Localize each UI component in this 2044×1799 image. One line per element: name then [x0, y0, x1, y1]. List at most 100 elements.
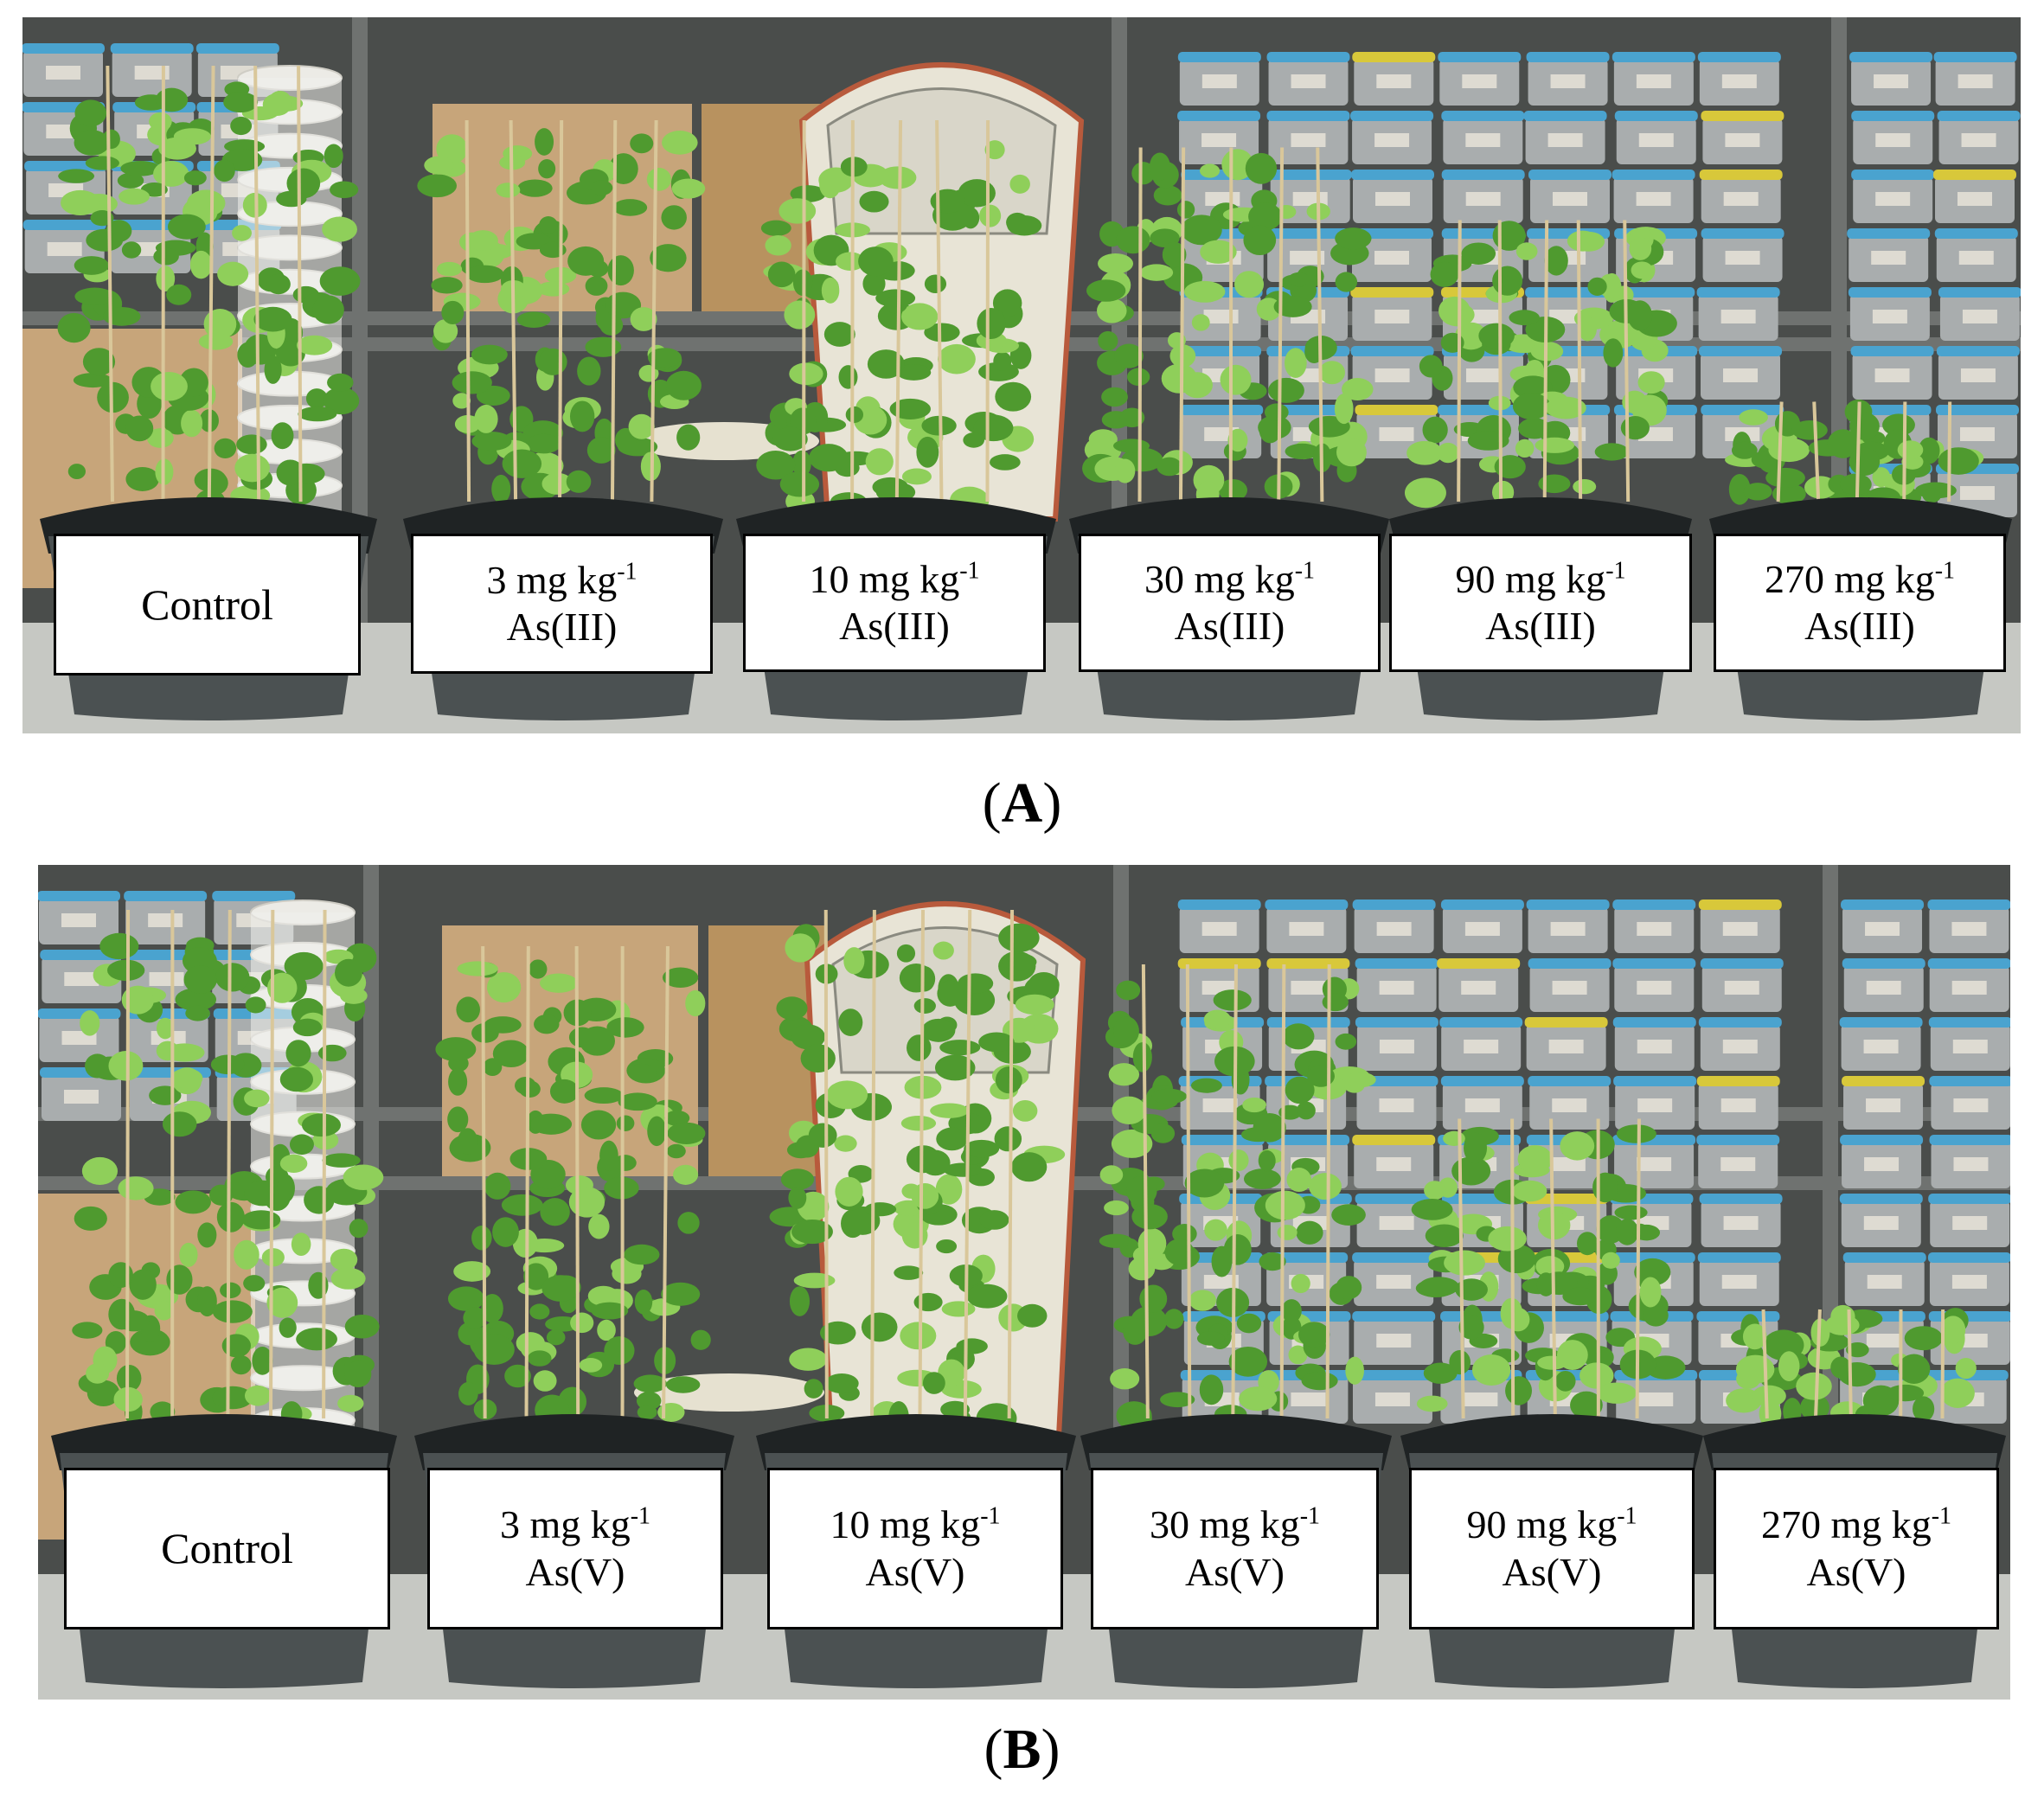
container-lid [1842, 958, 1925, 969]
pea-leaf [74, 130, 110, 156]
pea-leaf [526, 433, 561, 454]
container-tag [1723, 1216, 1759, 1230]
container-lid [1266, 958, 1350, 969]
pea-leaf [900, 1115, 937, 1131]
container-lid [1928, 1311, 2010, 1322]
pea-leaf [116, 1364, 142, 1392]
pea-leaf [613, 1155, 637, 1171]
pea-leaf [1190, 1078, 1222, 1093]
treatment-label-270-b: 270 mg kg-1 As(V) [1714, 1468, 1999, 1629]
pea-leaf [1116, 980, 1141, 1001]
pea-leaf [1731, 441, 1758, 459]
container-tag [1959, 486, 1995, 500]
pea-leaf [1742, 1323, 1767, 1350]
container-tag [1874, 74, 1909, 88]
pea-leaf [1264, 403, 1289, 421]
pea-leaf [343, 1164, 384, 1190]
pea-leaf [585, 336, 622, 357]
pea-leaf [650, 244, 687, 272]
pea-leaf [1752, 1385, 1786, 1407]
container-tag [1875, 133, 1911, 147]
container-lid [1938, 287, 2021, 298]
arsenic-species-text: As(III) [1485, 604, 1596, 648]
container-tag [61, 913, 97, 927]
container-tag [1463, 1392, 1498, 1406]
pea-leaf [549, 1079, 580, 1104]
treatment-label-3-a: 3 mg kg-1 As(III) [411, 534, 713, 674]
pea-leaf [74, 99, 107, 127]
pea-leaf [690, 1329, 711, 1350]
pea-leaf [1423, 1362, 1458, 1384]
pea-leaf [1616, 1219, 1639, 1245]
pea-leaf [800, 1044, 836, 1073]
container-lid [1350, 111, 1434, 121]
bamboo-stake [1847, 1309, 1853, 1419]
pea-leaf [266, 1287, 298, 1318]
bamboo-stake [1141, 964, 1150, 1419]
pea-leaf [337, 1394, 364, 1412]
pea-leaf [943, 1162, 983, 1177]
pea-leaf [512, 1228, 538, 1258]
pea-leaf [836, 252, 865, 271]
bamboo-stake [1316, 147, 1324, 503]
pea-leaf [125, 466, 159, 491]
pea-leaf [1918, 437, 1940, 464]
pea-leaf [1288, 272, 1310, 287]
pea-leaf [1220, 364, 1252, 395]
container-tag [63, 1090, 99, 1104]
container-lid [1526, 52, 1610, 62]
container-tag [1376, 1157, 1412, 1171]
pea-leaf [484, 1172, 511, 1200]
pea-leaf [1601, 1252, 1620, 1269]
treatment-label-30-b: 30 mg kg-1 As(V) [1091, 1468, 1379, 1629]
pea-leaf [1743, 483, 1772, 501]
container-tag [1951, 922, 1987, 936]
container-tag [1875, 192, 1911, 206]
pea-leaf [1253, 1113, 1286, 1143]
pea-leaf [118, 1176, 154, 1200]
container-tag [1958, 251, 1994, 265]
pea-leaf [185, 1005, 210, 1021]
container-lid [1839, 1194, 1923, 1204]
pea-leaf [181, 409, 203, 438]
pea-leaf [67, 464, 86, 480]
container-lid [1850, 346, 1934, 356]
pea-leaf [1535, 1256, 1565, 1277]
container-lid [1440, 900, 1524, 910]
pea-leaf [539, 973, 578, 993]
pea-leaf [1104, 1200, 1129, 1216]
container-tag [1290, 251, 1325, 265]
pea-leaf [1003, 953, 1037, 971]
container-tag [1376, 74, 1412, 88]
container-lid [1927, 958, 2010, 969]
container-lid [1699, 346, 1783, 356]
pea-leaf [330, 1248, 358, 1271]
pea-leaf [483, 1058, 503, 1076]
pea-leaf [271, 422, 294, 450]
pea-leaf [845, 406, 864, 423]
bamboo-stake [1542, 220, 1549, 503]
pea-leaf [541, 472, 573, 495]
pea-leaf [492, 1217, 519, 1247]
pea-leaf [340, 987, 368, 1004]
pea-leaf [151, 371, 188, 401]
pea-leaf [966, 1284, 1008, 1309]
pea-leaf [1099, 1165, 1124, 1185]
container-lid [1699, 1194, 1783, 1204]
container-lid [1933, 52, 2017, 62]
container-lid [1439, 1017, 1523, 1028]
bamboo-stake [1812, 401, 1821, 503]
pea-leaf [995, 381, 1032, 412]
pea-leaf [187, 189, 226, 217]
pea-leaf [1512, 1180, 1547, 1202]
container-tag [1863, 1040, 1899, 1053]
pea-leaf [153, 160, 189, 187]
pea-leaf [1086, 279, 1126, 302]
container-tag [1951, 981, 1987, 995]
pea-leaf [1098, 330, 1118, 351]
pea-leaf [156, 1040, 179, 1061]
pea-leaf [862, 272, 886, 296]
container-lid [1928, 1194, 2010, 1204]
pea-leaf [463, 1307, 487, 1329]
container-lid [1441, 170, 1525, 180]
